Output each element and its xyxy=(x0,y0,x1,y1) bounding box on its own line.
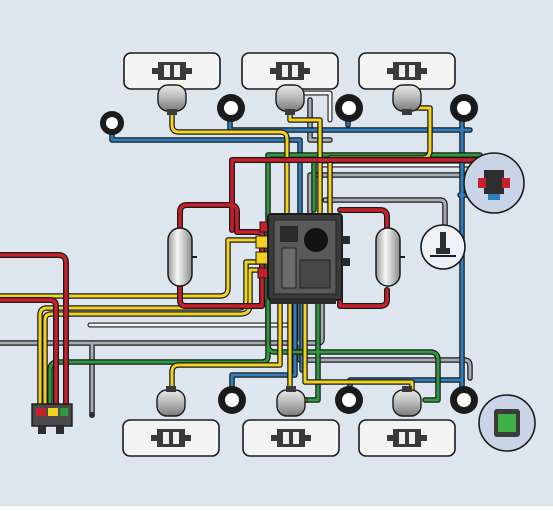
axle-module-front-right xyxy=(358,52,456,115)
axle-module-rear-center xyxy=(242,386,340,457)
ebs-control-module xyxy=(255,213,350,304)
axle-module-rear-left xyxy=(122,386,220,457)
wheel-sensors xyxy=(100,94,478,414)
axle-modules xyxy=(122,52,456,457)
wheel-sensor-3 xyxy=(335,94,363,122)
wheel-sensor-5 xyxy=(218,386,246,414)
axle-module-front-left xyxy=(123,52,221,115)
wheel-sensor-6 xyxy=(335,386,363,414)
diagnostic-display xyxy=(478,394,536,452)
wheel-sensor-4 xyxy=(450,94,478,122)
wheel-sensor-2 xyxy=(217,94,245,122)
axle-module-rear-right xyxy=(358,386,456,457)
air-reservoir-left xyxy=(167,227,197,287)
trailer-connection-coupling xyxy=(31,403,95,434)
pressure-control-valve xyxy=(463,152,525,214)
wheel-sensor-7 xyxy=(450,386,478,414)
axle-module-front-center xyxy=(241,52,339,115)
wear-sensor xyxy=(420,224,466,270)
air-reservoir-right xyxy=(375,227,405,287)
wheel-sensor-1 xyxy=(100,111,124,135)
